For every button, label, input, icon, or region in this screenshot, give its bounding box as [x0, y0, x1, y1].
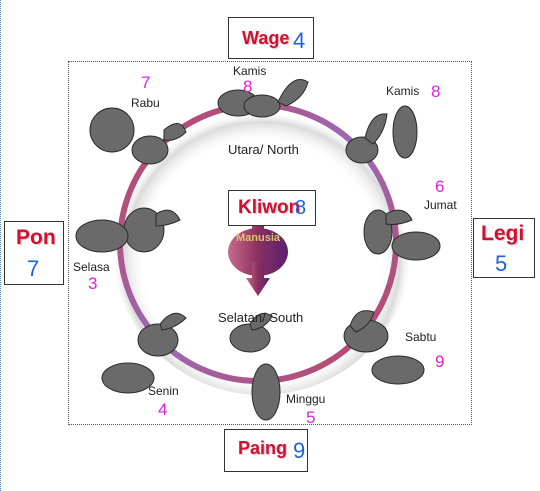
- day-neptu-value: 8: [431, 82, 441, 101]
- day-neptu-value: 3: [88, 274, 98, 293]
- east-pasaran-label: Legi: [481, 222, 525, 245]
- day-neptu-value: 9: [435, 352, 445, 371]
- south-pasaran-box: Paing 9: [224, 429, 308, 472]
- east-neptu-value: 5: [495, 251, 508, 276]
- dragon-icon-southeast: [343, 310, 425, 385]
- day-label: Sabtu: [405, 330, 437, 344]
- dragon-icon-northwest: [89, 107, 187, 165]
- west-neptu-value: 7: [27, 256, 40, 281]
- day-label: Minggu: [286, 392, 326, 406]
- dragon-icon-west: [75, 207, 181, 253]
- east-pasaran-box: Legi 5: [473, 218, 535, 278]
- north-neptu-value: 4: [293, 28, 306, 53]
- day-label: Selasa: [73, 260, 110, 274]
- diagram-frame: [68, 61, 472, 425]
- dragon-icon-east: [363, 209, 441, 261]
- direction-south-label: Selatan/ South: [218, 310, 304, 325]
- day-neptu-value: 5: [306, 408, 316, 427]
- west-pasaran-box: Pon 7: [4, 221, 64, 285]
- dragon-icon-northeast: [345, 105, 418, 164]
- south-neptu-value: 9: [293, 438, 306, 463]
- west-pasaran-label: Pon: [16, 226, 56, 249]
- north-pasaran-label: Wage: [242, 28, 290, 48]
- dragon-icon-north: [217, 79, 309, 118]
- page-left-rule: [0, 0, 2, 491]
- direction-north-label: Utara/ North: [228, 142, 299, 157]
- day-label: Kamis: [233, 64, 267, 78]
- day-label: Kamis: [386, 84, 420, 98]
- day-neptu-value: 8: [243, 77, 253, 96]
- center-caption: Manusia: [236, 232, 281, 244]
- center-neptu-value: 8: [295, 197, 307, 219]
- day-label: Senin: [148, 384, 179, 398]
- center-pasaran-label: Kliwon: [238, 197, 301, 218]
- day-neptu-value: 4: [158, 400, 168, 419]
- day-neptu-value: 6: [435, 177, 445, 196]
- day-neptu-value: 7: [141, 73, 151, 92]
- dragon-icon-south: [229, 312, 281, 421]
- center-pasaran-box: Kliwon 8: [228, 190, 316, 226]
- day-label: Rabu: [131, 96, 160, 110]
- south-pasaran-label: Paing: [238, 438, 288, 458]
- dragon-icon-southwest: [101, 312, 187, 394]
- north-pasaran-box: Wage 4: [228, 17, 314, 59]
- day-label: Jumat: [424, 198, 457, 212]
